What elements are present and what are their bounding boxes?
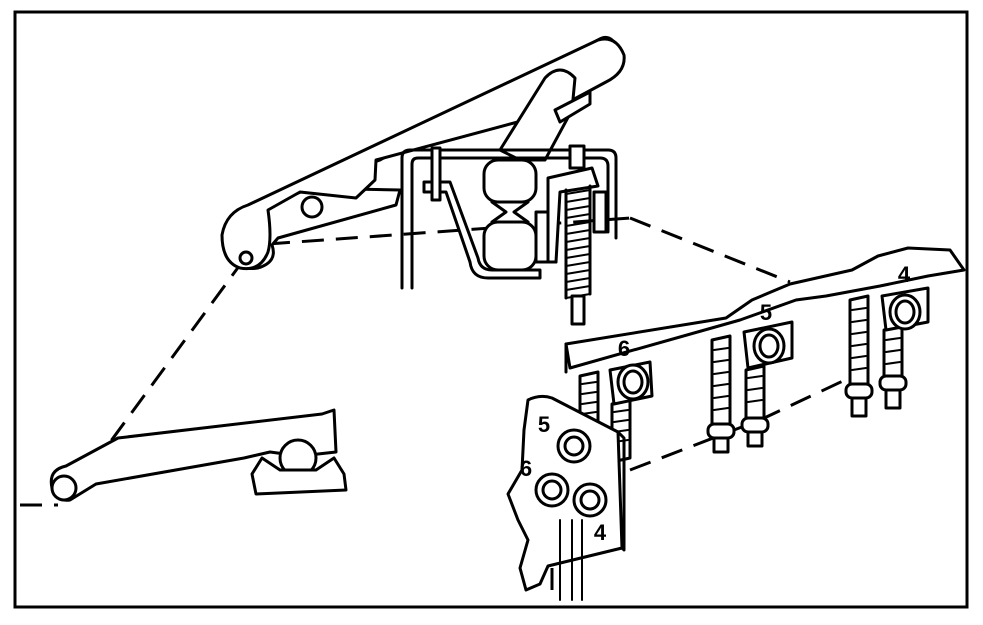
plate-label-5: 5	[538, 412, 550, 437]
rail-label-6: 6	[618, 336, 630, 361]
spring	[564, 184, 592, 300]
frame-border	[13, 10, 969, 609]
plate-label-4: 4	[594, 520, 607, 545]
injector-4	[740, 364, 770, 448]
rail-ports	[608, 286, 930, 406]
rail-label-4: 4	[898, 262, 911, 287]
injector-5	[844, 294, 874, 418]
plate-label-6: 6	[520, 456, 532, 481]
lower-lever	[49, 408, 348, 502]
injector-3	[706, 334, 736, 454]
mounting-plate	[506, 394, 626, 601]
cylinder-labels: 6 5 4 5 6 4	[520, 262, 911, 545]
fuel-rail	[564, 246, 966, 374]
bracket-assembly	[400, 144, 618, 326]
rail-label-5: 5	[760, 300, 772, 325]
upper-lever	[220, 35, 626, 271]
injector-6	[878, 324, 908, 410]
